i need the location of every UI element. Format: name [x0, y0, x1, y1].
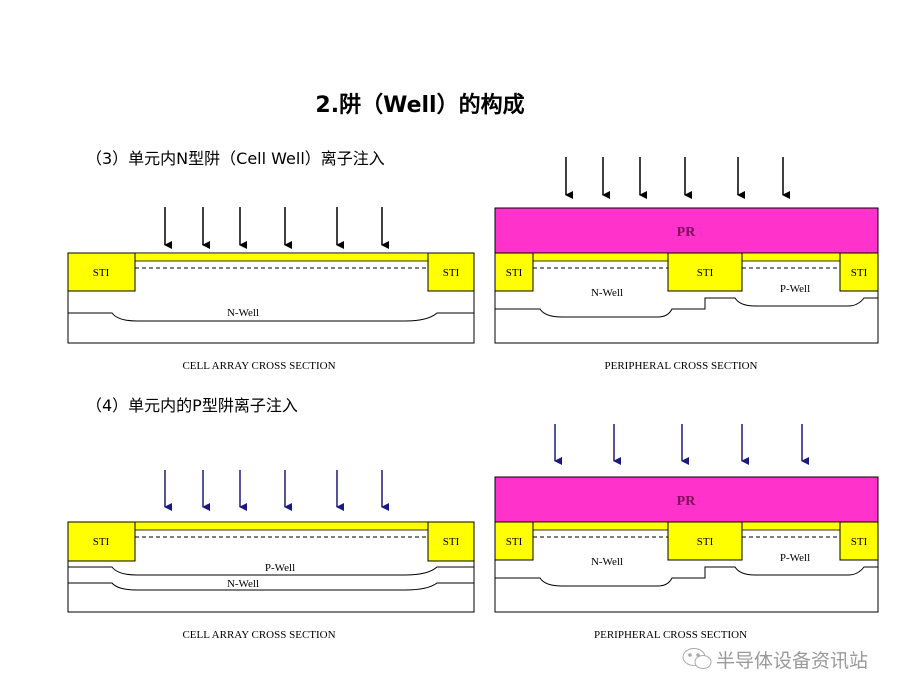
- sti-left: [494, 521, 534, 561]
- p-well-boundary: [68, 566, 474, 576]
- sti-left: [67, 521, 136, 562]
- step3-cell-arrows: [164, 207, 389, 249]
- n-well-label: N-Well: [591, 556, 623, 568]
- oxide-layer: [134, 252, 429, 262]
- step3-heading: （3）单元内N型阱（Cell Well）离子注入: [86, 149, 385, 168]
- sti-label: STI: [697, 267, 714, 279]
- n-well-label: N-Well: [227, 578, 259, 590]
- sti-label: STI: [851, 267, 868, 279]
- sti-mid: [667, 252, 743, 292]
- sti-left: [494, 252, 534, 292]
- photoresist: [494, 207, 879, 254]
- sti-label: STI: [93, 267, 110, 279]
- pr-label: PR: [677, 494, 697, 509]
- step3-peripheral-cross-section: PR STI STI STI N-Well P-Well: [494, 207, 879, 344]
- page-title: 2.阱（Well）的构成: [315, 92, 524, 118]
- step4-peripheral-arrows: [554, 424, 809, 465]
- n-well-boundary: [495, 297, 878, 318]
- sti-right: [427, 252, 475, 292]
- sti-label: STI: [697, 536, 714, 548]
- step4-heading: （4）单元内的P型阱离子注入: [86, 396, 298, 415]
- step4-peripheral-cross-section: PR STI STI STI N-Well P-Well: [494, 476, 879, 613]
- sti-label: STI: [93, 536, 110, 548]
- peripheral-caption: PERIPHERAL CROSS SECTION: [604, 360, 757, 372]
- pr-label: PR: [677, 225, 697, 240]
- peripheral-caption: PERIPHERAL CROSS SECTION: [594, 629, 747, 641]
- watermark: 半导体设备资讯站: [682, 648, 868, 672]
- n-well-boundary: [68, 312, 474, 322]
- p-well-label: P-Well: [265, 562, 295, 574]
- n-well-boundary: [495, 566, 878, 587]
- sti-label: STI: [506, 267, 523, 279]
- sti-right: [839, 521, 879, 561]
- sti-label: STI: [443, 267, 460, 279]
- n-well-label: N-Well: [591, 287, 623, 299]
- sti-label: STI: [443, 536, 460, 548]
- step3-cell-cross-section: STI STI N-Well: [67, 252, 475, 344]
- step4-cell-cross-section: STI STI P-Well N-Well: [67, 521, 475, 613]
- sti-mid: [667, 521, 743, 561]
- sti-right: [839, 252, 879, 292]
- p-well-label: P-Well: [780, 552, 810, 564]
- step4-cell-arrows: [164, 470, 389, 511]
- sti-label: STI: [506, 536, 523, 548]
- step3-peripheral-arrows: [565, 157, 790, 199]
- sti-label: STI: [851, 536, 868, 548]
- n-well-label: N-Well: [227, 307, 259, 319]
- cell-array-caption: CELL ARRAY CROSS SECTION: [182, 360, 335, 372]
- p-well-label: P-Well: [780, 283, 810, 295]
- n-well-boundary: [68, 582, 474, 591]
- sti-left: [67, 252, 136, 292]
- sti-right: [427, 521, 475, 562]
- watermark-text: 半导体设备资讯站: [716, 650, 868, 672]
- cell-array-caption: CELL ARRAY CROSS SECTION: [182, 629, 335, 641]
- photoresist: [494, 476, 879, 523]
- wechat-icon: [682, 648, 712, 669]
